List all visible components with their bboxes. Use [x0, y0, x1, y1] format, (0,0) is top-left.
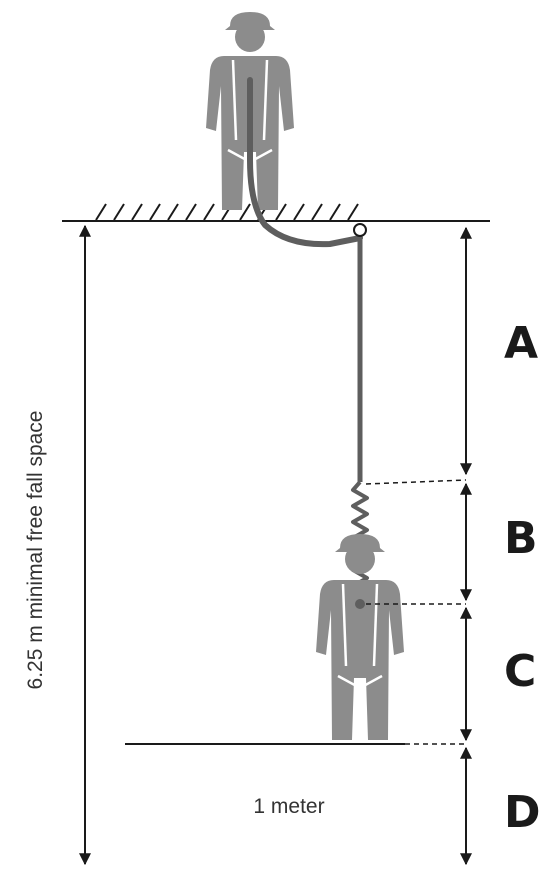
reference-dashed-lines: [365, 479, 467, 745]
worker-figure-fallen: [316, 534, 404, 740]
segment-d-label: D: [504, 787, 541, 838]
segment-c-label: C: [504, 646, 536, 697]
dashed-line-ab: [365, 479, 467, 485]
segment-a-label: A: [504, 318, 538, 369]
fall-space-label: 6.25 m minimal free fall space: [24, 411, 47, 690]
harness-connection-point: [355, 599, 365, 609]
segment-b-label: B: [504, 513, 538, 564]
anchor-point: [353, 223, 367, 237]
lanyard-to-anchor: [247, 77, 363, 248]
clearance-label: 1 meter: [253, 795, 324, 818]
